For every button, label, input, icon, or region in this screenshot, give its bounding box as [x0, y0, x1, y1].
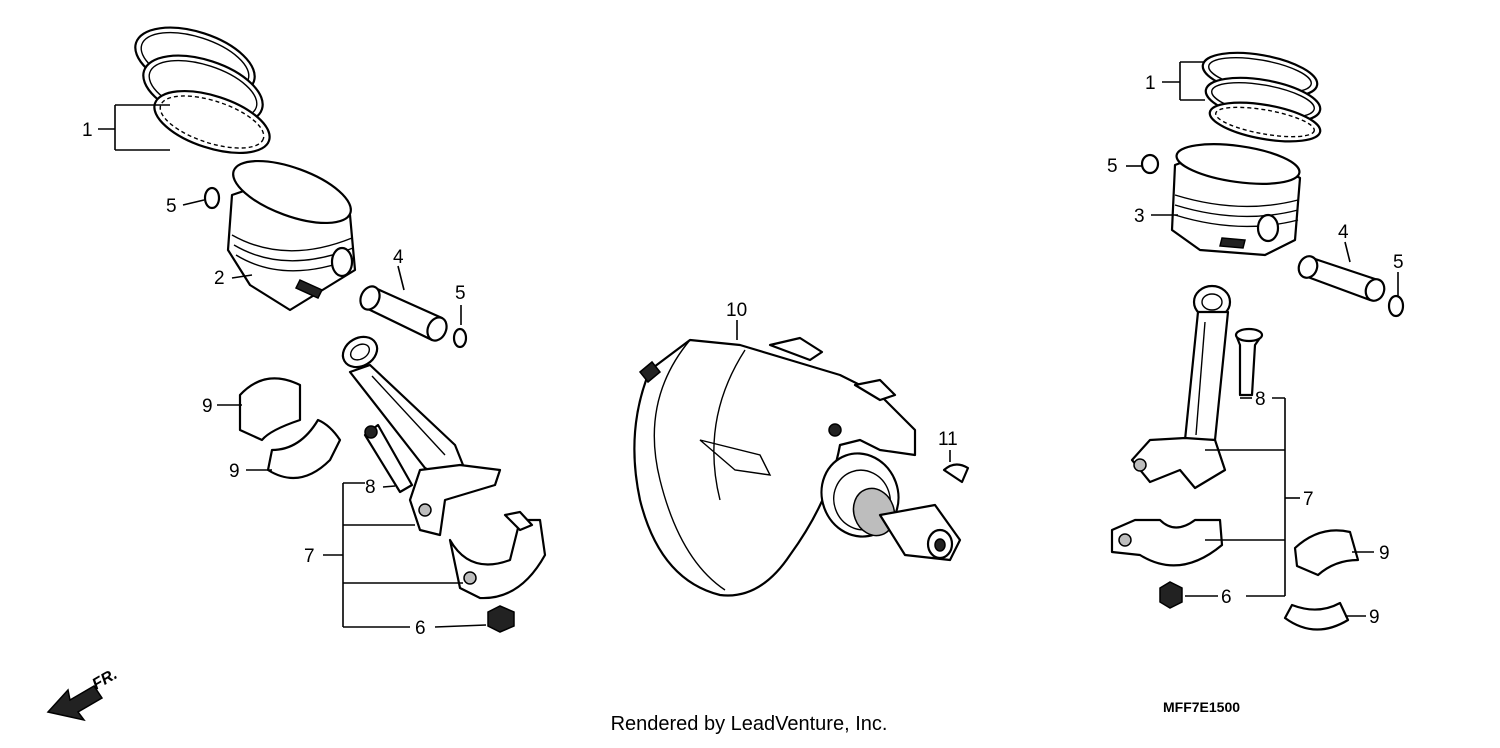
left-leader-lines — [98, 104, 487, 628]
footer-credit: Rendered by LeadVenture, Inc. — [611, 713, 888, 735]
callout-left-7[interactable]: 7 — [304, 546, 315, 567]
callout-left-9-upper[interactable]: 9 — [202, 396, 213, 417]
left-bearing-upper[interactable] — [238, 377, 302, 442]
woodruff-key[interactable] — [942, 463, 970, 484]
right-rod-nut[interactable] — [1159, 581, 1183, 609]
right-bearing-lower[interactable] — [1283, 601, 1350, 631]
crankshaft[interactable] — [633, 336, 962, 597]
right-bearing-upper[interactable] — [1293, 529, 1360, 577]
right-rod-cap[interactable] — [1110, 518, 1224, 567]
left-piston-pin[interactable] — [357, 283, 450, 343]
left-circlip-lower[interactable] — [452, 327, 468, 349]
callout-left-9-lower[interactable]: 9 — [229, 461, 240, 482]
right-piston[interactable] — [1170, 138, 1302, 257]
callout-woodruff-key-11[interactable]: 11 — [938, 429, 958, 450]
callout-left-5-lower[interactable]: 5 — [455, 283, 466, 304]
right-circlip-lower[interactable] — [1387, 294, 1405, 318]
right-piston-rings[interactable] — [1199, 45, 1323, 148]
callout-left-1[interactable]: 1 — [82, 120, 93, 141]
callout-right-3[interactable]: 3 — [1134, 206, 1145, 227]
right-rod-bolt[interactable] — [1234, 327, 1264, 397]
callout-labels: 1 5 2 4 5 9 9 8 7 6 10 11 1 5 3 4 5 8 7 … — [82, 73, 1404, 639]
callout-right-4[interactable]: 4 — [1338, 222, 1349, 243]
right-connecting-rod[interactable] — [1130, 284, 1232, 490]
right-circlip-upper[interactable] — [1140, 153, 1160, 175]
callout-left-8[interactable]: 8 — [365, 477, 376, 498]
callout-left-5-upper[interactable]: 5 — [166, 196, 177, 217]
left-rod-nut[interactable] — [487, 605, 515, 633]
callout-crankshaft-10[interactable]: 10 — [726, 300, 747, 321]
callout-right-9-upper[interactable]: 9 — [1379, 543, 1390, 564]
callout-left-2[interactable]: 2 — [214, 268, 225, 289]
callout-right-8[interactable]: 8 — [1255, 389, 1266, 410]
front-direction-arrow: FR. — [46, 666, 120, 722]
left-piston-rings[interactable] — [127, 14, 277, 165]
left-rod-cap[interactable] — [448, 510, 547, 600]
right-leader-lines — [1126, 61, 1399, 617]
center-leader-lines — [736, 320, 951, 462]
left-rod-bolt[interactable] — [363, 423, 414, 494]
callout-right-1[interactable]: 1 — [1145, 73, 1156, 94]
callout-right-9-lower[interactable]: 9 — [1369, 607, 1380, 628]
callout-right-5-upper[interactable]: 5 — [1107, 156, 1118, 177]
callout-right-7[interactable]: 7 — [1303, 489, 1314, 510]
diagram-code: MFF7E1500 — [1163, 699, 1240, 715]
left-bearing-lower[interactable] — [266, 418, 342, 480]
left-connecting-rod[interactable] — [337, 331, 502, 537]
callout-right-5-lower[interactable]: 5 — [1393, 252, 1404, 273]
right-piston-pin[interactable] — [1296, 254, 1387, 304]
callout-right-6[interactable]: 6 — [1221, 587, 1232, 608]
callout-left-4[interactable]: 4 — [393, 247, 404, 268]
left-piston[interactable] — [226, 148, 359, 312]
callout-left-6[interactable]: 6 — [415, 618, 426, 639]
left-circlip-upper[interactable] — [203, 186, 221, 210]
